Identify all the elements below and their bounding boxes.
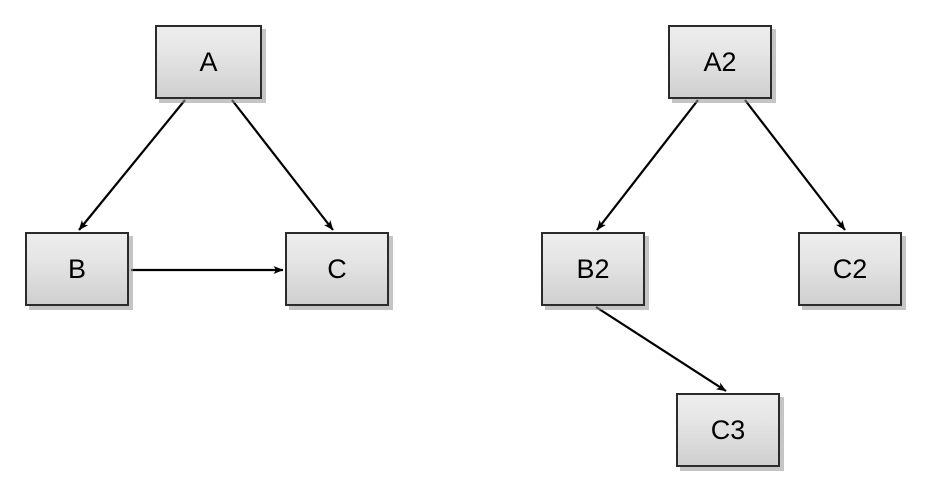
node-label-c: C xyxy=(327,253,347,284)
edges-group xyxy=(78,99,846,392)
edge-a-to-b xyxy=(78,99,186,231)
node-label-a: A xyxy=(199,46,218,77)
node-c2[interactable]: C2 xyxy=(798,232,902,306)
edge-a2-to-c2 xyxy=(744,99,846,231)
node-label-c3: C3 xyxy=(710,414,746,445)
edge-b2-to-c3 xyxy=(595,306,727,392)
node-label-b2: B2 xyxy=(576,253,610,284)
edge-a2-to-b2 xyxy=(596,99,699,231)
node-c[interactable]: C xyxy=(285,232,389,306)
node-a[interactable]: A xyxy=(155,25,262,99)
node-c3[interactable]: C3 xyxy=(676,393,780,467)
node-label-a2: A2 xyxy=(703,46,737,77)
node-b[interactable]: B xyxy=(25,232,129,306)
node-b2[interactable]: B2 xyxy=(541,232,645,306)
node-label-b: B xyxy=(67,253,86,284)
node-a2[interactable]: A2 xyxy=(668,25,772,99)
node-label-c2: C2 xyxy=(832,253,868,284)
edge-a-to-c xyxy=(231,99,334,231)
